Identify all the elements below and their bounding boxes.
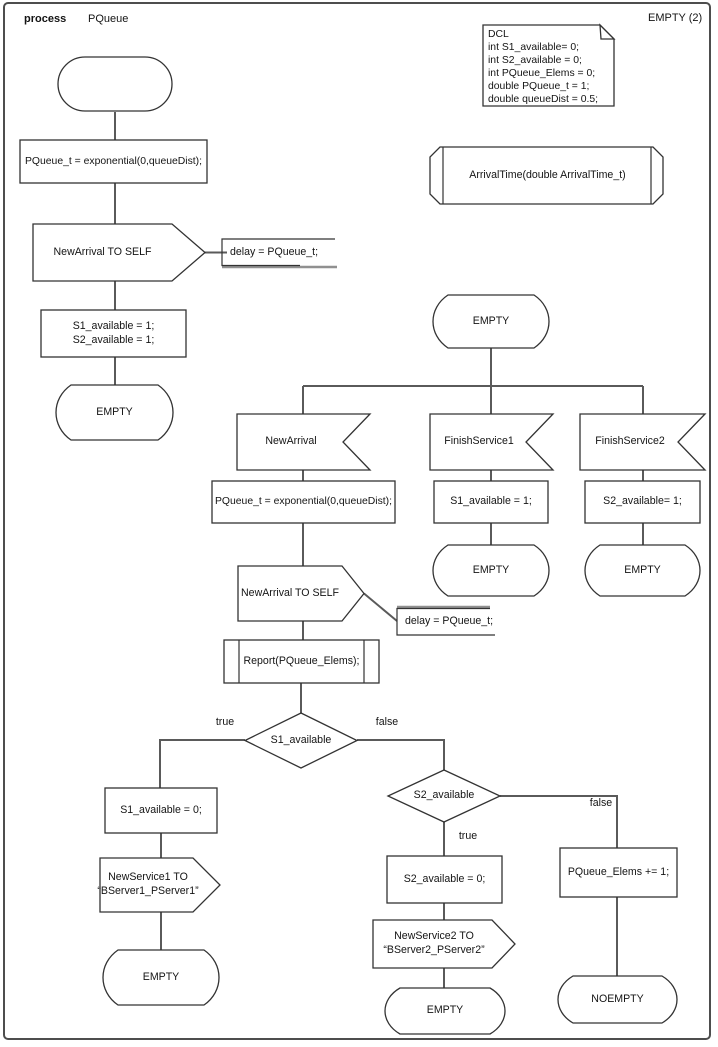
comment-delay-box-1 xyxy=(221,238,337,269)
state-empty-fs1-label: EMPTY xyxy=(472,563,510,576)
state-noempty-label: NOEMPTY xyxy=(591,992,644,1005)
task-exponential-label-1: PQueue_t = exponential(0,queueDist); xyxy=(24,155,203,167)
dcl-declarations: DCL int S1_available= 0; int S2_availabl… xyxy=(488,29,610,106)
task-s1-available-1-box xyxy=(433,480,549,524)
task-set-available-box xyxy=(40,309,187,358)
state-empty-top xyxy=(432,294,550,349)
state-empty-label-1: EMPTY xyxy=(96,405,133,418)
procedure-call-report-symbol xyxy=(223,639,380,684)
state-empty-ns2-label: EMPTY xyxy=(426,1004,464,1017)
output-newarrival-self-2 xyxy=(237,565,365,622)
dcl-line: double queueDist = 0.5; xyxy=(488,93,599,105)
output-newservice1-label: NewService1 TO “BServer1_PServer1” xyxy=(97,871,199,897)
task-exponential-label-2: PQueue_t = exponential(0,queueDist); xyxy=(214,496,393,508)
task-s2-available-1-box xyxy=(584,480,701,524)
state-empty-fs1 xyxy=(432,544,550,597)
page-frame xyxy=(3,2,711,1040)
dcl-line: DCL xyxy=(488,29,509,40)
procedure-declaration-symbol xyxy=(429,146,664,205)
page-label: EMPTY (2) xyxy=(648,12,703,24)
call-report-label: Report(PQueue_Elems); xyxy=(243,654,360,667)
task-s1-available-1-label: S1_available = 1; xyxy=(450,495,532,508)
state-empty-1 xyxy=(55,384,174,441)
task-exponential-box-1 xyxy=(19,139,208,184)
state-empty-ns1 xyxy=(102,949,220,1006)
task-set-available-label: S1_available = 1; S2_available = 1; xyxy=(72,319,155,346)
output-newarrival-self-label-1: NewArrival TO SELF xyxy=(53,245,152,258)
output-newservice1 xyxy=(99,857,221,913)
task-s1-available-0-label: S1_available = 0; xyxy=(120,803,202,816)
comment-delay-box-2 xyxy=(396,605,495,636)
comment-delay-label-1: delay = PQueue_t; xyxy=(230,245,319,258)
state-empty-fs2 xyxy=(584,544,701,597)
input-newarrival-label: NewArrival xyxy=(265,435,317,448)
task-pqueue-elems-label: PQueue_Elems += 1; xyxy=(567,865,670,878)
dcl-note-symbol xyxy=(482,23,616,107)
decision-s2-label: S2_available xyxy=(413,789,475,802)
task-s2-available-0-box xyxy=(386,855,503,904)
decision-s1-available-diamond xyxy=(243,712,359,769)
task-s1-available-0-box xyxy=(104,787,218,834)
task-s2-available-1-label: S2_available= 1; xyxy=(603,495,682,508)
output-newservice2 xyxy=(372,919,516,969)
start-symbol xyxy=(57,56,173,112)
task-s2-available-0-label: S2_available = 0; xyxy=(403,872,486,885)
input-newarrival xyxy=(236,413,372,471)
decision-s2-true-label: true xyxy=(458,830,478,843)
dcl-line: int S2_available = 0; xyxy=(488,54,582,66)
input-finishservice2 xyxy=(579,413,707,471)
state-empty-top-label: EMPTY xyxy=(472,314,510,327)
dcl-line: double PQueue_t = 1; xyxy=(488,80,590,92)
procedure-declaration-label: ArrivalTime(double ArrivalTime_t) xyxy=(469,168,626,181)
output-newarrival-self-1 xyxy=(32,223,206,282)
connector-lines xyxy=(114,112,644,988)
input-finishservice2-label: FinishService2 xyxy=(595,435,665,448)
state-empty-ns1-label: EMPTY xyxy=(142,970,180,983)
dcl-line: int PQueue_Elems = 0; xyxy=(488,67,596,79)
state-empty-fs2-label: EMPTY xyxy=(624,563,661,576)
process-kind-label: process xyxy=(24,13,67,25)
input-finishservice1 xyxy=(429,413,555,471)
decision-s1-false-label: false xyxy=(375,716,399,729)
decision-s1-label: S1_available xyxy=(270,733,332,746)
output-newservice2-label: NewService2 TO “BServer2_PServer2” xyxy=(383,930,485,956)
state-noempty xyxy=(557,975,678,1024)
comment-delay-label-2: delay = PQueue_t; xyxy=(405,614,494,627)
decision-s2-false-label: false xyxy=(589,797,613,810)
decision-s1-true-label: true xyxy=(215,716,235,729)
process-name: PQueue xyxy=(88,13,129,25)
task-pqueue-elems-box xyxy=(559,847,678,898)
dcl-line: int S1_available= 0; xyxy=(488,41,579,53)
state-empty-ns2 xyxy=(384,987,506,1035)
decision-s2-available-diamond xyxy=(386,769,502,823)
task-exponential-box-2 xyxy=(211,480,396,524)
input-finishservice1-label: FinishService1 xyxy=(444,435,514,448)
output-newarrival-self-label-2: NewArrival TO SELF xyxy=(241,586,339,599)
